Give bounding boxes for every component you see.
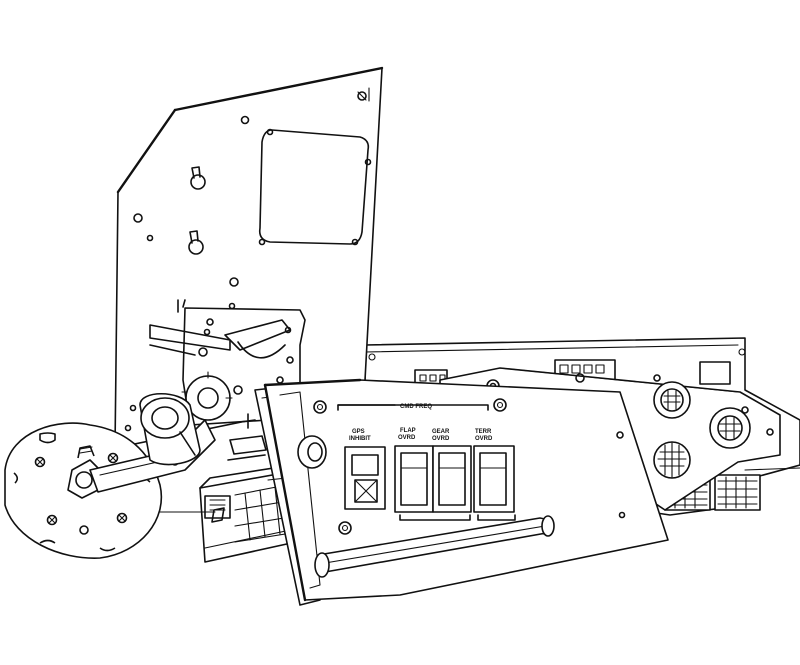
mounting-hole — [741, 406, 749, 414]
gear-override-switch[interactable]: GEAR OVRD — [432, 429, 472, 513]
mounting-hole — [240, 115, 250, 125]
panel-screw — [313, 400, 327, 414]
flange-screw — [107, 452, 119, 464]
mounting-hole — [124, 424, 132, 432]
flange-screw — [79, 525, 89, 535]
keyhole-slot — [188, 230, 204, 255]
gps-inhibit-switch[interactable]: GPS INHIBIT — [344, 429, 386, 510]
switch-panel: CMD FREQ GPS INHIBIT FLAP OVRD GEAR OVRD — [263, 378, 669, 602]
panel-screw — [338, 521, 352, 535]
mounting-hole — [766, 428, 774, 436]
round-connector — [709, 407, 751, 449]
panel-round-port — [297, 435, 327, 469]
connector-block — [714, 474, 761, 511]
switch-2-label-bottom: OVRD — [398, 435, 416, 441]
round-connector — [653, 381, 691, 419]
flange-screw — [116, 512, 128, 524]
flange-screw — [46, 514, 58, 526]
mounting-hole — [351, 238, 359, 246]
mounting-hole — [266, 128, 274, 136]
mounting-hole — [653, 374, 661, 382]
mounting-hole — [357, 87, 370, 102]
switch-1-label-bottom: INHIBIT — [349, 436, 371, 442]
mounting-hole — [364, 158, 372, 166]
cylinder-boss — [139, 393, 201, 466]
connector-block — [699, 361, 731, 385]
mounting-hole — [129, 404, 137, 412]
switch-3-label-bottom: OVRD — [432, 436, 450, 442]
switch-4-label-bottom: OVRD — [475, 436, 493, 442]
flange-screw — [34, 456, 46, 468]
mounting-hole — [133, 213, 143, 223]
mounting-hole — [146, 234, 154, 242]
back-mounting-plate — [114, 66, 384, 449]
panel-handle[interactable] — [314, 515, 555, 578]
mounting-hole — [575, 373, 585, 383]
round-flange — [4, 422, 163, 559]
switch-1-label-top: GPS — [352, 429, 365, 435]
mounting-hole — [229, 277, 239, 287]
switch-4-label-top: TERR — [475, 429, 492, 435]
round-connector — [653, 441, 691, 479]
terrain-override-switch[interactable]: TERR OVRD — [473, 429, 515, 513]
panel-title: CMD FREQ — [400, 404, 432, 410]
panel-screw — [493, 398, 507, 412]
keyhole-slot — [190, 166, 206, 190]
switch-3-label-top: GEAR — [432, 429, 450, 435]
mounting-hole — [258, 238, 266, 246]
square-cutout — [258, 129, 370, 245]
switch-2-label-top: FLAP — [400, 428, 416, 434]
